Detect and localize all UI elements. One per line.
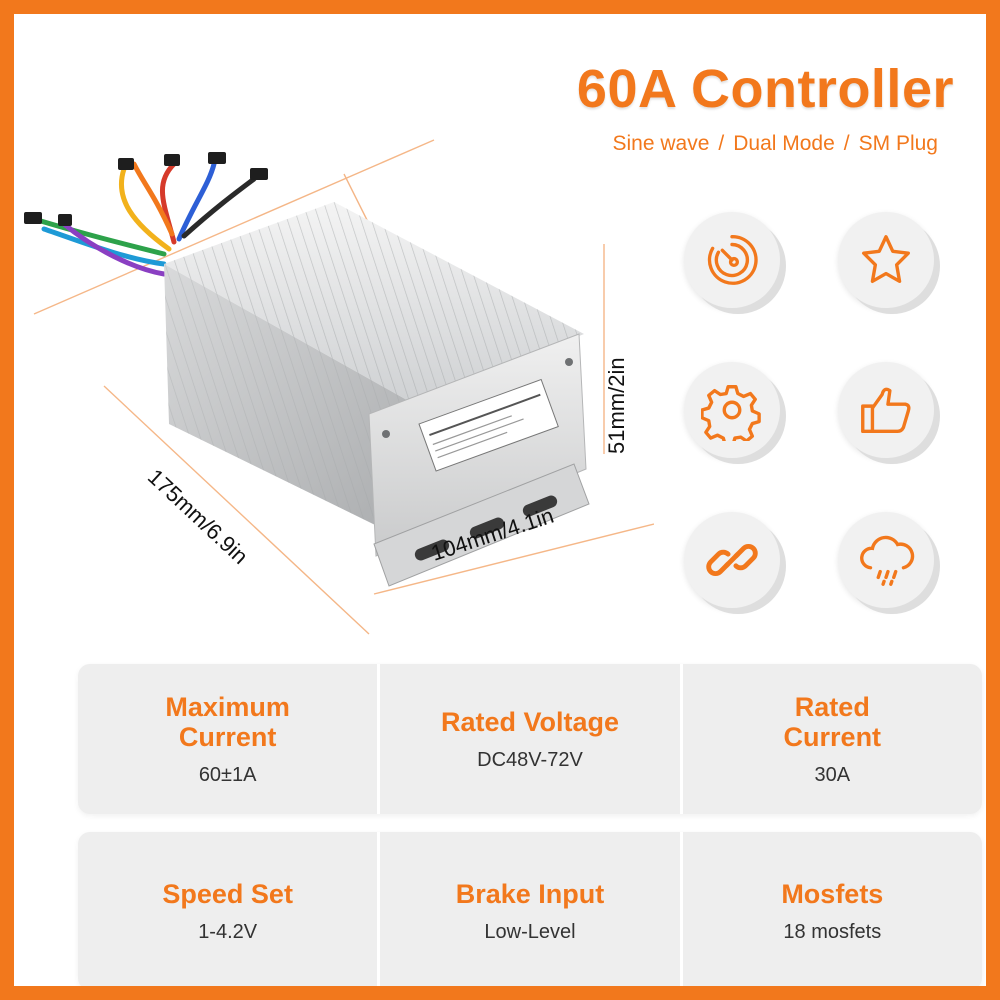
- spec-value: 18 mosfets: [783, 920, 882, 943]
- spec-rated-current: Rated Current 30A: [679, 664, 982, 814]
- spec-value: Low-Level: [484, 920, 576, 943]
- spec-speed-set: Speed Set 1-4.2V: [78, 832, 377, 986]
- star-icon: [838, 212, 934, 308]
- spec-label: Rated Voltage: [440, 706, 619, 737]
- subtitle-item-sine-wave: Sine wave: [612, 132, 710, 155]
- spec-label: Brake Input: [455, 878, 605, 909]
- spec-rated-voltage: Rated Voltage DC48V-72V: [377, 664, 679, 814]
- spec-value: 1-4.2V: [198, 920, 258, 943]
- spec-maximum-current: Maximum Current 60±1A: [78, 664, 377, 814]
- feature-icon-grid: [674, 212, 974, 612]
- spec-label: Maximum Current: [165, 691, 290, 752]
- thumbs-up-icon: [838, 362, 934, 458]
- speedometer-icon: [684, 212, 780, 308]
- subtitle-separator: /: [718, 132, 725, 155]
- spec-value: 30A: [814, 763, 851, 786]
- spec-value: 60±1A: [198, 763, 257, 786]
- cloud-rain-icon: [838, 512, 934, 608]
- spec-label: Rated Current: [783, 691, 882, 752]
- spec-label: Speed Set: [162, 878, 293, 909]
- subtitle-item-dual-mode: Dual Mode: [733, 132, 835, 155]
- spec-mosfets: Mosfets 18 mosfets: [679, 832, 982, 986]
- link-icon: [684, 512, 780, 608]
- spec-panel-bottom: Speed Set 1-4.2V Brake Input Low-Level M…: [78, 832, 982, 986]
- spec-panel-top: Maximum Current 60±1A Rated Voltage DC48…: [78, 664, 982, 814]
- subtitle-item-sm-plug: SM Plug: [858, 132, 938, 155]
- feature-subtitle: Sine wave / Dual Mode / SM Plug: [612, 132, 938, 156]
- page-title: 60A Controller: [576, 59, 954, 119]
- spec-label: Mosfets: [781, 878, 884, 909]
- gear-icon: [684, 362, 780, 458]
- controller-illustration: [24, 139, 655, 635]
- spec-value: DC48V-72V: [477, 748, 583, 771]
- subtitle-separator: /: [843, 132, 850, 155]
- product-image: [14, 124, 655, 644]
- dimension-height-label: 51mm/2in: [604, 357, 629, 454]
- spec-brake-input: Brake Input Low-Level: [377, 832, 679, 986]
